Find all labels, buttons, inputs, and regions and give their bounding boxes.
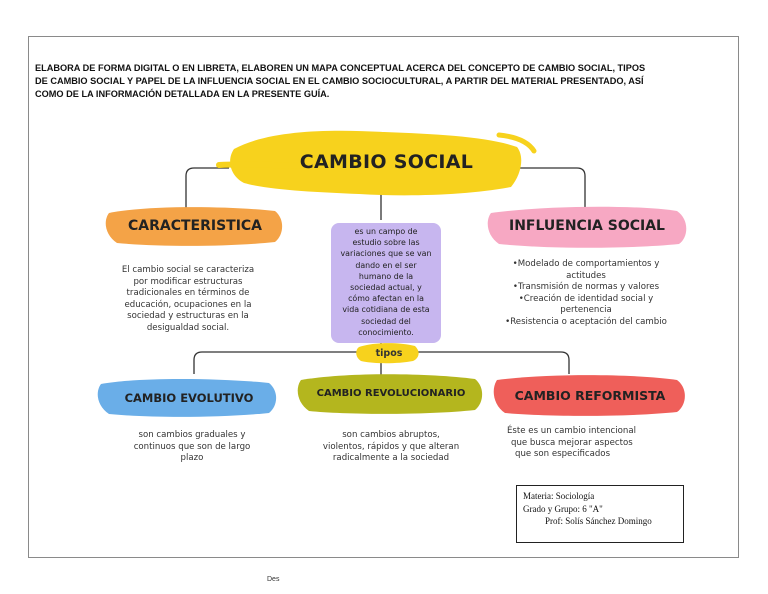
influencia-line: •Modelado de comportamientos y (512, 259, 660, 269)
caracteristica-line: por modificar estructuras (133, 276, 243, 287)
influencia-line: •Creación de identidad social y (518, 293, 654, 304)
title-brush (230, 130, 522, 196)
definition-line: es un campo de (354, 227, 418, 236)
revolucionario-line: radicalmente a la sociedad (332, 453, 450, 464)
materia-text: Materia: Sociología (523, 491, 595, 501)
influencia-line: •Resistencia o aceptación del cambio (505, 316, 667, 327)
document-page: ELABORA DE FORMA DIGITAL O EN LIBRETA, E… (28, 36, 739, 558)
revolucionario-label: CAMBIO REVOLUCIONARIO (316, 388, 466, 399)
caracteristica-line: El cambio social se caracteriza (121, 265, 255, 275)
caracteristica-line: tradicionales en términos de (126, 288, 250, 299)
influencia-description: •Modelado de comportamientos y actitudes… (481, 259, 691, 329)
caracteristica-description: El cambio social se caracteriza por modi… (93, 265, 283, 335)
prof-text: Prof: Solís Sánchez Domingo (545, 516, 652, 526)
instructions-line-3: COMO DE LA INFORMACIÓN DETALLADA EN LA P… (35, 89, 330, 99)
influencia-line: •Transmisión de normas y valores (512, 282, 660, 293)
evolutivo-line: plazo (180, 453, 204, 464)
definition-text: es un campo de estudio sobre las variaci… (331, 226, 441, 338)
evolutivo-line: continuos que son de largo (133, 441, 251, 452)
caracteristica-line: desigualdad social. (146, 322, 230, 333)
definition-line: dando en el ser (355, 260, 417, 270)
reformista-line: que busca mejorar aspectos (511, 437, 633, 448)
definition-line: cómo afectan en la (348, 294, 424, 304)
map-title: CAMBIO SOCIAL (299, 151, 474, 173)
evolutivo-brush (97, 379, 277, 417)
tipos-brush (356, 343, 419, 364)
grado-text: Grado y Grupo: 6 "A" (523, 503, 603, 514)
revolucionario-description: son cambios abruptos, violentos, rápidos… (291, 430, 491, 465)
definition-box-shape (331, 223, 441, 343)
connector-left-branch (185, 167, 229, 213)
caracteristica-brush (105, 207, 283, 246)
caracteristica-line: sociedad y estructuras en la (127, 311, 249, 322)
reformista-line: Éste es un cambio intencional (507, 426, 637, 436)
tipos-label: tipos (375, 348, 403, 359)
reformista-description: Éste es un cambio intencional que busca … (489, 426, 689, 461)
definition-line: sociedad actual, y (350, 283, 422, 293)
footer-text: Des (267, 576, 280, 583)
reformista-line: que son especificados (515, 449, 611, 460)
connector-right-branch (519, 167, 586, 213)
definition-line: variaciones que se van (340, 249, 432, 259)
caracteristica-label: CARACTERISTICA (127, 218, 263, 234)
title-brush-stroke-b (496, 132, 537, 154)
revolucionario-brush (297, 374, 483, 414)
revolucionario-line: son cambios abruptos, (342, 430, 440, 440)
caracteristica-line: educación, ocupaciones en la (124, 299, 252, 310)
instructions-line-2: DE CAMBIO SOCIAL Y PAPEL DE LA INFLUENCI… (35, 76, 644, 86)
influencia-line: pertenencia (560, 305, 612, 316)
reformista-label: CAMBIO REFORMISTA (514, 388, 666, 403)
reformista-brush (493, 375, 685, 416)
instructions-text: ELABORA DE FORMA DIGITAL O EN LIBRETA, E… (35, 62, 675, 101)
evolutivo-description: son cambios graduales y continuos que so… (97, 430, 287, 465)
course-info-box: Materia: Sociología Grado y Grupo: 6 "A"… (516, 485, 684, 543)
influencia-brush (487, 206, 687, 248)
definition-line: conocimiento. (358, 327, 414, 337)
definition-line: humano de la (358, 271, 414, 281)
influencia-line: actitudes (566, 270, 606, 281)
concept-map-graphics (97, 130, 687, 417)
influencia-label: INFLUENCIA SOCIAL (509, 218, 665, 234)
instructions-line-1: ELABORA DE FORMA DIGITAL O EN LIBRETA, E… (35, 63, 646, 73)
title-brush-stroke-a (216, 161, 332, 170)
definition-line: estudio sobre las (352, 238, 420, 248)
revolucionario-line: violentos, rápidos y que alteran (322, 441, 460, 452)
evolutivo-label: CAMBIO EVOLUTIVO (124, 391, 254, 405)
definition-line: sociedad del (361, 316, 411, 326)
evolutivo-line: son cambios graduales y (138, 430, 246, 440)
definition-line: vida cotidiana de esta (342, 305, 430, 315)
